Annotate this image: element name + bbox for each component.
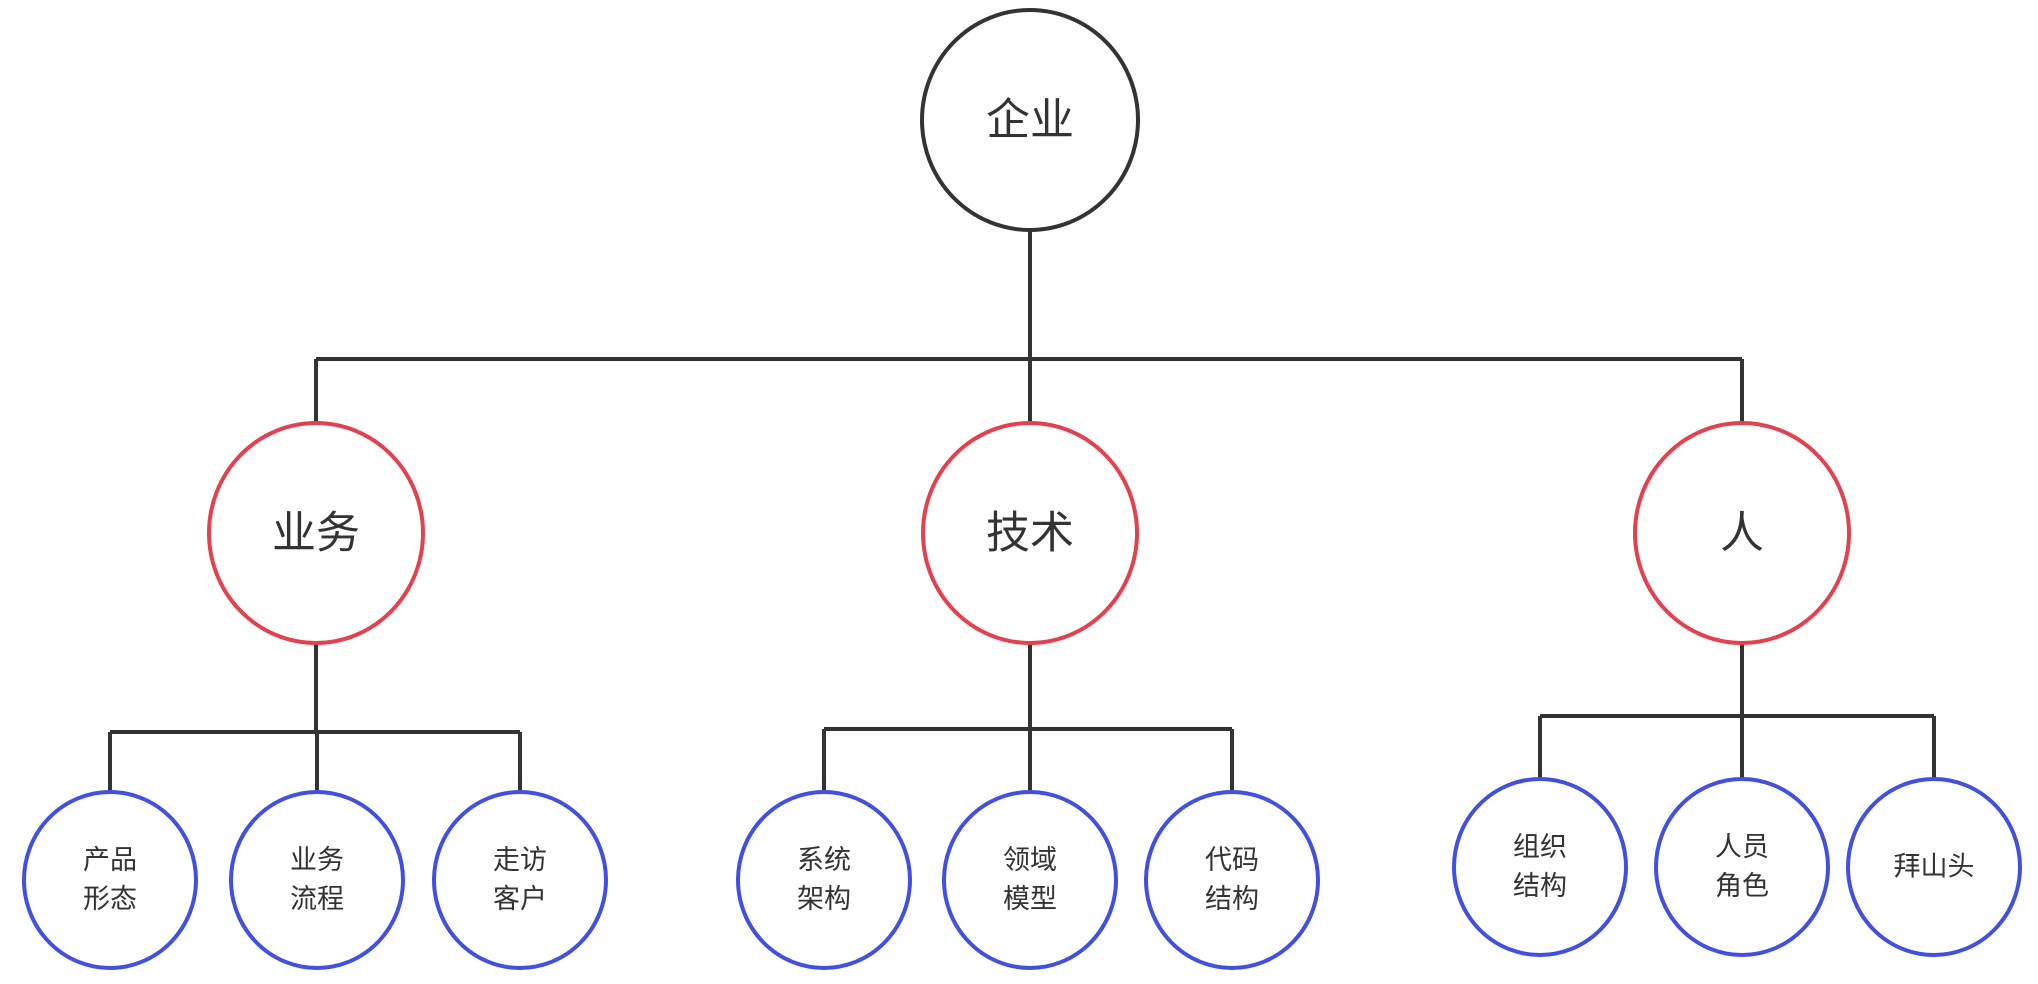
node-label: 产品 bbox=[83, 845, 137, 876]
category-node bbox=[921, 421, 1139, 645]
node-label: 业务 bbox=[272, 508, 360, 559]
node-label: 角色 bbox=[1715, 871, 1769, 902]
node-label: 形态 bbox=[83, 884, 137, 915]
node-label: 业务 bbox=[290, 845, 344, 876]
leaf-node bbox=[942, 790, 1118, 970]
node-label: 领域 bbox=[1003, 845, 1057, 876]
node-label: 架构 bbox=[797, 884, 851, 915]
category-node bbox=[207, 421, 425, 645]
leaf-node bbox=[432, 790, 608, 970]
node-label: 代码 bbox=[1205, 845, 1259, 876]
node-label: 拜山头 bbox=[1894, 852, 1975, 883]
leaf-node bbox=[1452, 777, 1628, 957]
node-label: 组织 bbox=[1513, 832, 1567, 863]
node-label: 企业 bbox=[986, 95, 1074, 146]
leaf-node bbox=[1144, 790, 1320, 970]
node-label: 人 bbox=[1720, 508, 1764, 559]
node-label: 流程 bbox=[290, 884, 344, 915]
node-label: 走访 bbox=[493, 845, 547, 876]
node-label: 结构 bbox=[1513, 871, 1567, 902]
node-label: 技术 bbox=[986, 508, 1074, 559]
node-label: 结构 bbox=[1205, 884, 1259, 915]
node-label: 模型 bbox=[1003, 884, 1057, 915]
leaf-node bbox=[229, 790, 405, 970]
node-label: 客户 bbox=[493, 884, 547, 915]
category-node bbox=[1633, 421, 1851, 645]
node-label: 系统 bbox=[797, 845, 851, 876]
leaf-node bbox=[736, 790, 912, 970]
root-node bbox=[920, 8, 1140, 232]
node-label: 人员 bbox=[1715, 832, 1769, 863]
leaf-node bbox=[1654, 777, 1830, 957]
leaf-node bbox=[22, 790, 198, 970]
leaf-node bbox=[1846, 777, 2022, 957]
